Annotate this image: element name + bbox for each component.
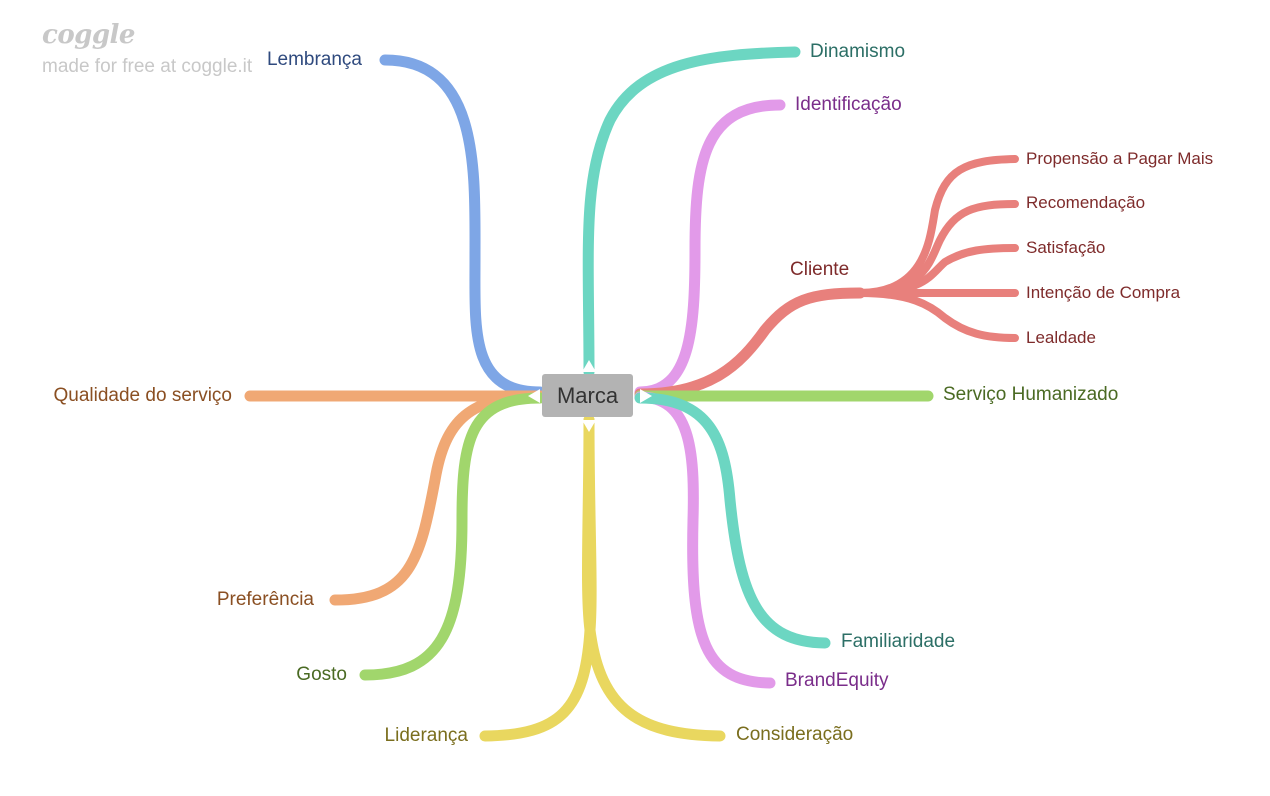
root-node[interactable]: Marca xyxy=(542,374,633,417)
node-brandequity[interactable]: BrandEquity xyxy=(785,670,889,691)
node-consideracao[interactable]: Consideração xyxy=(736,724,854,745)
edge-preferencia xyxy=(329,390,546,606)
edge-lideranca xyxy=(479,414,597,742)
node-intencao[interactable]: Intenção de Compra xyxy=(1026,283,1181,302)
arrow-left-icon xyxy=(528,389,540,403)
node-lealdade[interactable]: Lealdade xyxy=(1026,328,1096,347)
node-preferencia[interactable]: Preferência xyxy=(216,589,314,610)
edge-consideracao xyxy=(581,414,726,742)
node-lideranca[interactable]: Liderança xyxy=(384,725,468,746)
node-qualidade[interactable]: Qualidade do serviço xyxy=(53,385,233,406)
node-satisfacao[interactable]: Satisfação xyxy=(1026,238,1106,257)
edge-lealdade xyxy=(856,289,1019,342)
node-cliente[interactable]: Cliente xyxy=(790,259,850,280)
coggle-logo: coggle xyxy=(42,20,135,50)
node-identificacao[interactable]: Identificação xyxy=(795,94,902,115)
edge-brandequity xyxy=(634,391,776,689)
arrow-up-icon xyxy=(582,360,596,372)
arrow-down-icon xyxy=(582,420,596,432)
edge-lembranca xyxy=(379,54,546,398)
node-familiaridade[interactable]: Familiaridade xyxy=(841,631,956,652)
node-dinamismo[interactable]: Dinamismo xyxy=(810,41,906,62)
edge-cliente xyxy=(634,287,866,400)
edge-gosto xyxy=(359,392,546,681)
node-servico-humanizado[interactable]: Serviço Humanizado xyxy=(943,384,1119,405)
node-propensao[interactable]: Propensão a Pagar Mais xyxy=(1026,149,1214,168)
edge-dinamismo xyxy=(582,46,801,378)
watermark-text: made for free at coggle.it xyxy=(42,56,253,77)
node-gosto[interactable]: Gosto xyxy=(296,664,347,685)
edge-identificacao xyxy=(634,99,786,398)
arrow-right-icon xyxy=(640,389,652,403)
node-lembranca[interactable]: Lembrança xyxy=(266,49,362,70)
node-recomendacao[interactable]: Recomendação xyxy=(1026,193,1146,212)
edge-familiaridade xyxy=(634,392,831,649)
coggle-watermark: coggle made for free at coggle.it xyxy=(42,20,252,78)
